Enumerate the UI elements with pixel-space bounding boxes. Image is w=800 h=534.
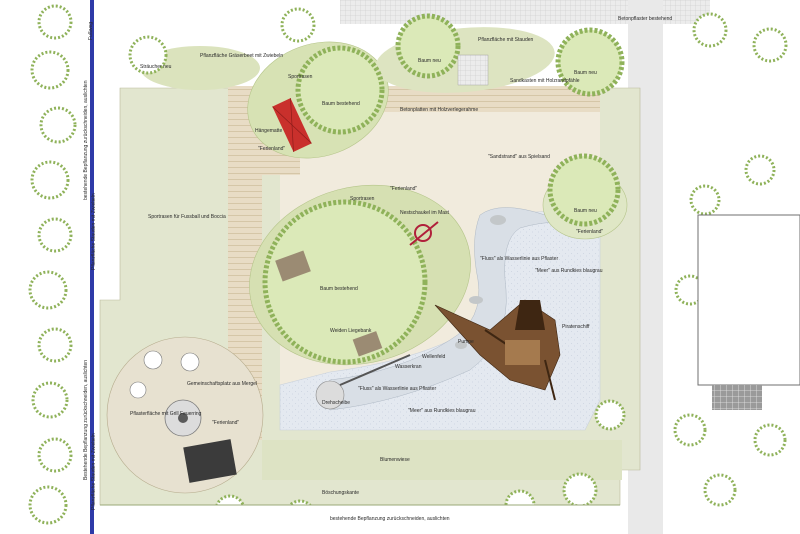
label-ferienland-east: "Ferienland": [576, 229, 603, 235]
label-pirate-ship: Piratenschiff: [562, 324, 590, 330]
west-trees: [28, 4, 316, 531]
label-river-bottom: "Fluss" als Wasserlinie aus Pflaster: [358, 386, 436, 392]
label-lawn: Blumenwiese: [380, 457, 410, 463]
south-hedge: [100, 505, 620, 534]
label-concrete-square: Gemeinschaftsplatz aus Mergel: [187, 381, 257, 387]
bottom-lawn: [262, 440, 622, 480]
label-planting-grasses: Pflanzfläche Gräserbeet mit Zwiebeln: [200, 53, 283, 59]
neighbour-building: [697, 214, 800, 386]
west-property-line: [90, 0, 94, 534]
hammock: [272, 98, 312, 152]
label-border-bottom: Böschungskante: [322, 490, 359, 496]
sw-plaza-furniture: [129, 350, 237, 483]
label-planting-perennials: Pflanzfläche mit Stauden: [478, 37, 534, 43]
river-stones: [455, 215, 506, 349]
label-hammock: Hängematte: [255, 128, 282, 134]
label-tree-ne2: Baum neu: [574, 70, 597, 76]
label-sea-bottom: "Meer" aus Rundkies blaugrau: [408, 408, 476, 414]
label-stepping-stones: Wasserkran: [395, 364, 422, 370]
tree-canopies: [262, 13, 625, 365]
label-west-4: Bestehende Bepflanzung zurückschneiden, …: [83, 360, 89, 480]
pirate-ship: [434, 299, 561, 401]
label-tube-slide: Drehscheibe: [322, 400, 350, 406]
label-pump: Pumpe: [458, 339, 474, 345]
nw-planting: [140, 46, 260, 90]
label-sport-grass-left: Sportrasen für Fussball und Boccia: [148, 214, 226, 220]
label-paving-firepit: Pflasterfläche mit Grill Feuerring: [130, 411, 202, 417]
label-river: "Fluss" als Wasserlinie aus Pflaster: [480, 256, 558, 262]
building-grid-paving: [712, 385, 762, 410]
sand-logs: [275, 250, 383, 357]
stairs-north: [457, 54, 489, 86]
label-hedge-bottom: bestehende Bepflanzung zurückschneiden, …: [330, 516, 450, 522]
label-street-north: Fußweg: [88, 22, 94, 40]
label-sea-top: "Meer" aus Rundkies blaugrau: [535, 268, 603, 274]
label-ferienland-sw: "Ferienland": [212, 420, 239, 426]
label-sandbox-edge: Sandkasten mit Holzrandpfähle: [510, 78, 580, 84]
label-sport-grass-mid: Sportrasen: [350, 196, 375, 202]
label-sport-grass-top: Sportrasen: [288, 74, 313, 80]
label-ferienland-top: "Ferienland": [258, 146, 285, 152]
east-trees: [504, 12, 788, 521]
label-pavement-ne: Betonpflaster bestehend: [618, 16, 672, 22]
label-tree-top: Baum bestehend: [322, 101, 360, 107]
label-concrete-steps: Betonplatten mit Holzverlegerahme: [400, 107, 478, 113]
label-west-3: Pflanzfläche Stauden mit Zwiebeln: [91, 433, 97, 510]
label-west-1: bestehende Bepflanzung zurückschneiden, …: [83, 80, 89, 200]
label-shrubs: Sträucher neu: [140, 64, 172, 70]
label-water-pump: Wellenfeld: [422, 354, 445, 360]
nest-swing: [409, 221, 439, 246]
label-tree-east: Baum neu: [574, 208, 597, 214]
label-tree-ne: Baum neu: [418, 58, 441, 64]
label-ferienland-mid: "Ferienland": [390, 186, 417, 192]
plan-labels: Betonpflaster bestehend Sträucher neu Pf…: [83, 16, 672, 522]
label-sand-beach: "Sandstrand" aus Spielsand: [488, 154, 550, 160]
tube-slide: [315, 354, 411, 410]
label-nest-swing: Nestschaukel im Mast: [400, 210, 450, 216]
label-seating-logs: Weiden Liegebank: [330, 328, 372, 334]
label-tree-main: Baum bestehend: [320, 286, 358, 292]
label-west-2: Pflanzfläche Stauden mit Zwiebeln: [91, 193, 97, 270]
